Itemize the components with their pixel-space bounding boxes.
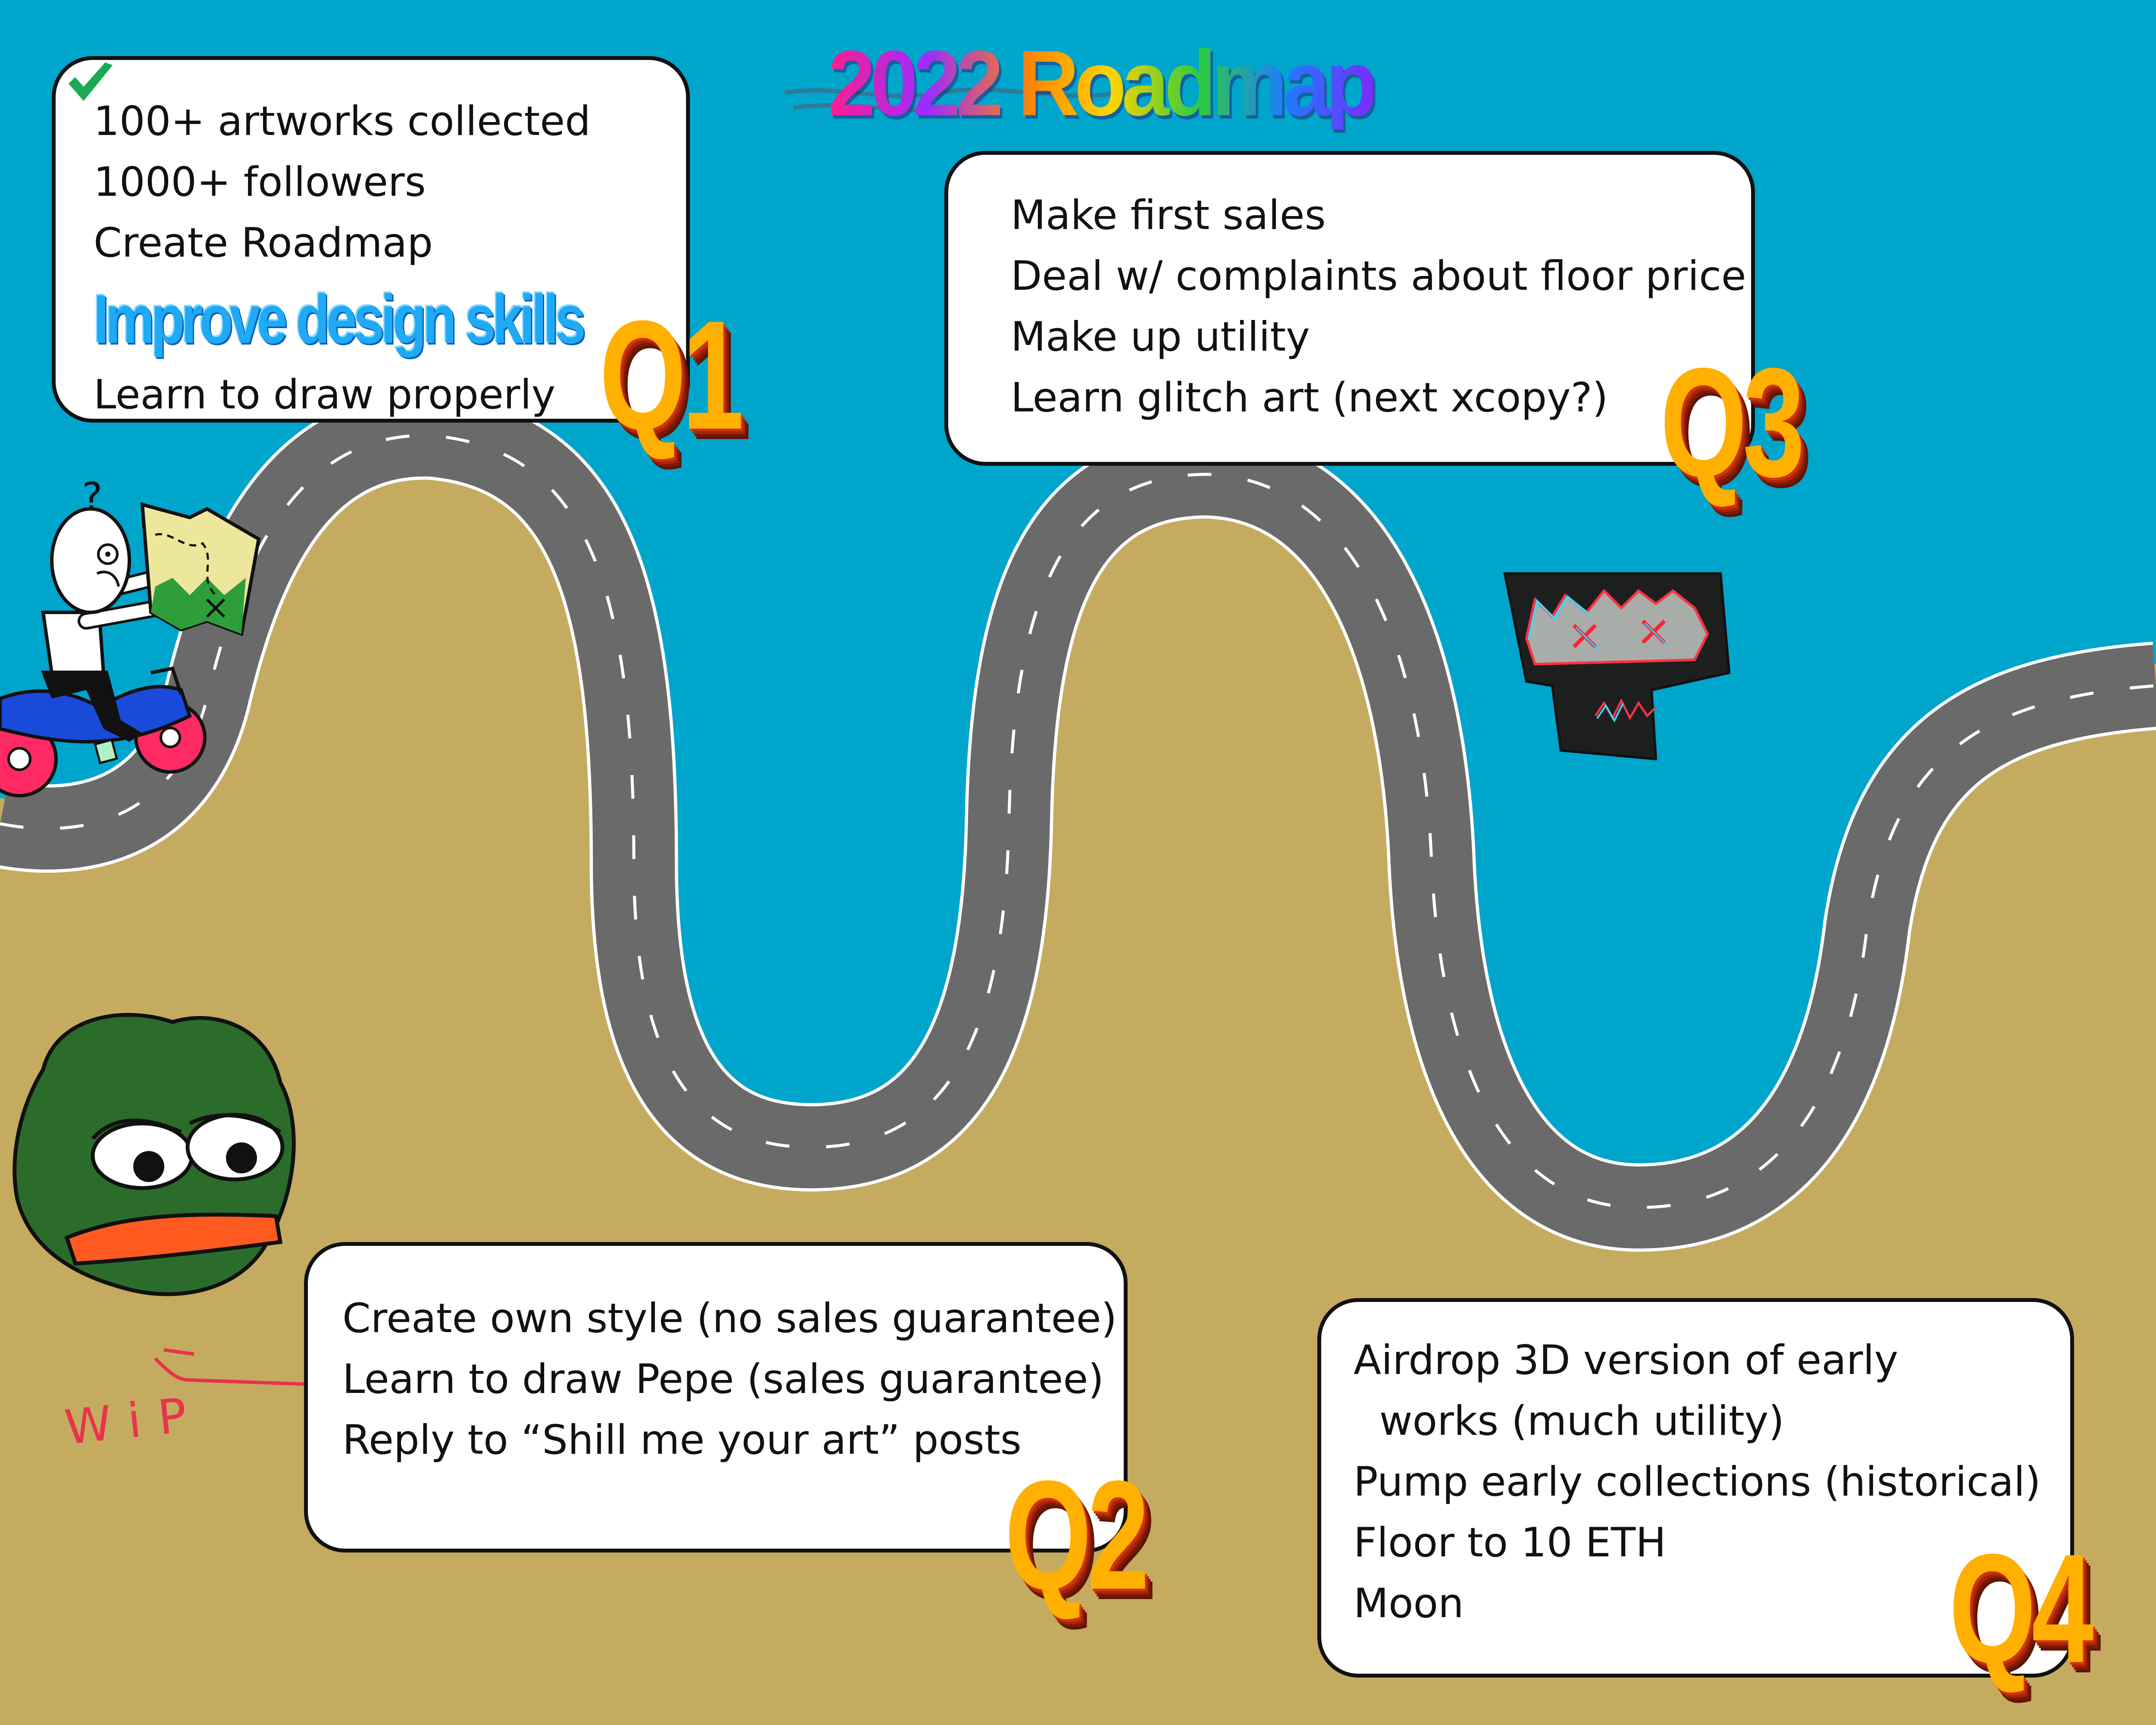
q4-item: Floor to 10 ETH (1354, 1519, 1666, 1566)
q4-item: Moon (1354, 1580, 1464, 1627)
q3-item: Make first sales (1011, 192, 1326, 239)
road-center-line (0, 434, 2156, 1209)
q2-item: Learn to draw Pepe (sales guarantee) (342, 1356, 1104, 1403)
q4-card: Airdrop 3D version of early works (much … (1317, 1298, 2074, 1678)
q2-item: Reply to “Shill me your art” posts (342, 1417, 1022, 1464)
pepe-frog-illustration (13, 1013, 296, 1296)
q1-item-2: 1000+ followers (69, 63, 686, 213)
q4-item: Airdrop 3D version of early (1354, 1337, 1899, 1384)
q1-label: Q1 (599, 289, 744, 462)
title-swoosh (784, 87, 1122, 112)
rider-character (0, 502, 261, 797)
wip-arrow (154, 1348, 311, 1386)
treasure-map (140, 502, 261, 637)
q3-item: Learn glitch art (next xcopy?) (1011, 374, 1608, 421)
page-title: 2022 Roadmap (828, 31, 1378, 135)
q3-item: Deal w/ complaints about floor price (1011, 253, 1746, 300)
checkmark-icon (69, 63, 113, 101)
q2-label: Q2 (1005, 1449, 1150, 1622)
q2-item: Create own style (no sales guarantee) (342, 1295, 1117, 1342)
q3-label: Q3 (1660, 336, 1805, 509)
q3-card: Make first sales Deal w/ complaints abou… (944, 151, 1755, 466)
q2-card: Create own style (no sales guarantee) Le… (304, 1242, 1128, 1552)
question-mark: ? (82, 474, 103, 520)
q1-highlight: Improve design skills (94, 281, 586, 358)
q3-item: Make up utility (1011, 314, 1310, 361)
q4-item: Pump early collections (historical) (1354, 1458, 2041, 1505)
q1-item-1: 100+ artworks collected (69, 63, 686, 152)
q1-item-4: Learn to draw properly (94, 371, 556, 418)
q4-item: works (much utility) (1354, 1398, 1784, 1445)
q1-item-3: Create Roadmap (69, 63, 686, 273)
q1-card: 100+ artworks collected 1000+ followers … (52, 56, 690, 423)
q4-label: Q4 (1949, 1522, 2094, 1695)
glitch-robot-illustration (1503, 572, 1731, 761)
